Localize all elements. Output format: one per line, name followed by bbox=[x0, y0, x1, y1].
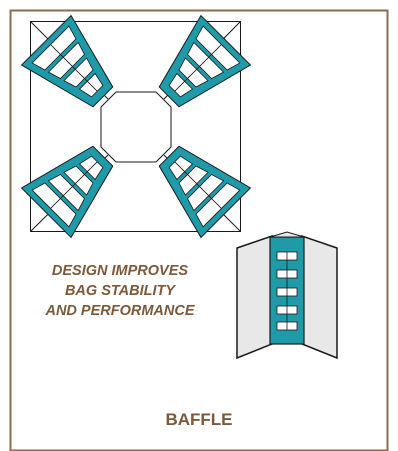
caption-line-2: BAG STABILITY bbox=[64, 283, 176, 299]
caption-line-3: AND PERFORMANCE bbox=[45, 303, 195, 319]
diagram-title: BAFFLE bbox=[165, 410, 233, 429]
caption-line-1: DESIGN IMPROVES bbox=[51, 263, 189, 279]
caption-text: DESIGN IMPROVES BAG STABILITY AND PERFOR… bbox=[20, 261, 220, 321]
